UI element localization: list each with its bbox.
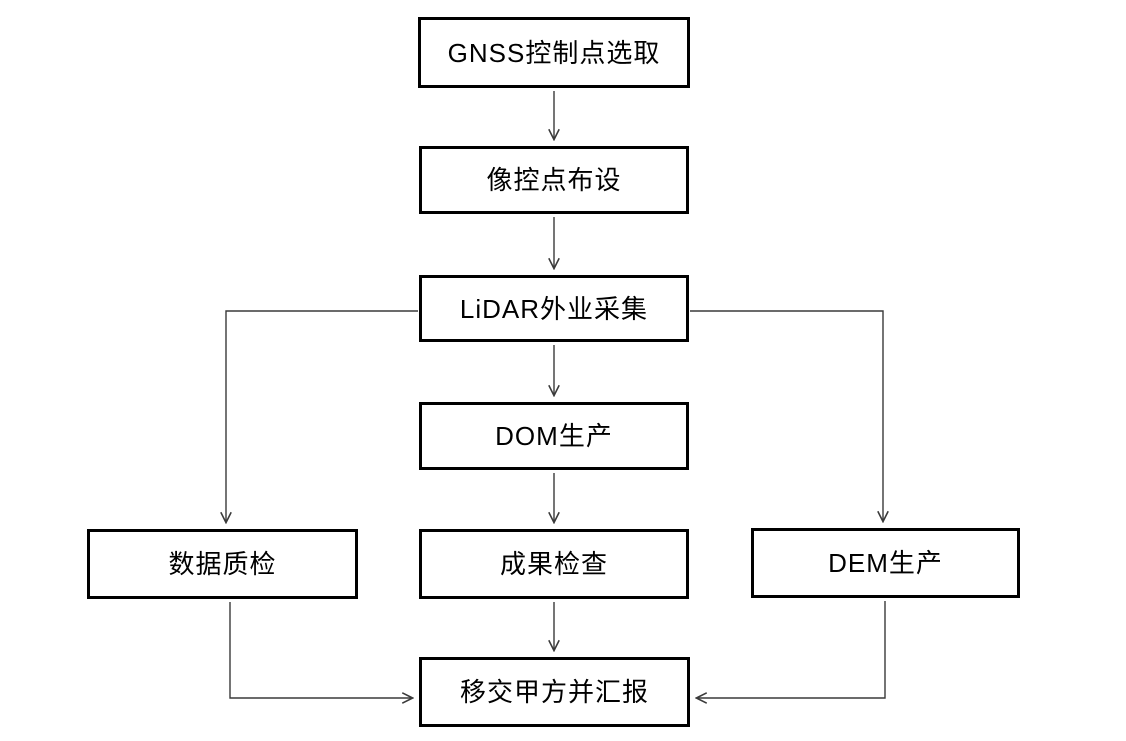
- node-label: GNSS控制点选取: [447, 37, 661, 68]
- node-label: DEM生产: [828, 548, 943, 578]
- node-dom-production: DOM生产: [419, 402, 689, 470]
- node-label: 数据质检: [168, 549, 277, 579]
- edge-shuju-to-yijiao: [229, 602, 412, 698]
- node-result-inspection: 成果检查: [419, 529, 689, 599]
- node-image-control-point-layout: 像控点布设: [419, 146, 689, 214]
- node-lidar-field-collection: LiDAR外业采集: [419, 275, 689, 342]
- node-label: 成果检查: [499, 549, 608, 579]
- node-gnss-control-point-selection: GNSS控制点选取: [418, 17, 690, 88]
- node-label: LiDAR外业采集: [459, 293, 649, 324]
- node-handover-and-report: 移交甲方并汇报: [419, 657, 690, 727]
- node-dem-production: DEM生产: [751, 528, 1020, 598]
- edge-lidar-to-shuju: [226, 310, 418, 522]
- node-data-quality-check: 数据质检: [87, 529, 358, 599]
- node-label: 像控点布设: [486, 165, 622, 195]
- node-label: DOM生产: [495, 421, 613, 451]
- edge-lidar-to-dem: [690, 310, 883, 521]
- edge-dem-to-yijiao: [697, 601, 886, 698]
- node-label: 移交甲方并汇报: [459, 677, 649, 707]
